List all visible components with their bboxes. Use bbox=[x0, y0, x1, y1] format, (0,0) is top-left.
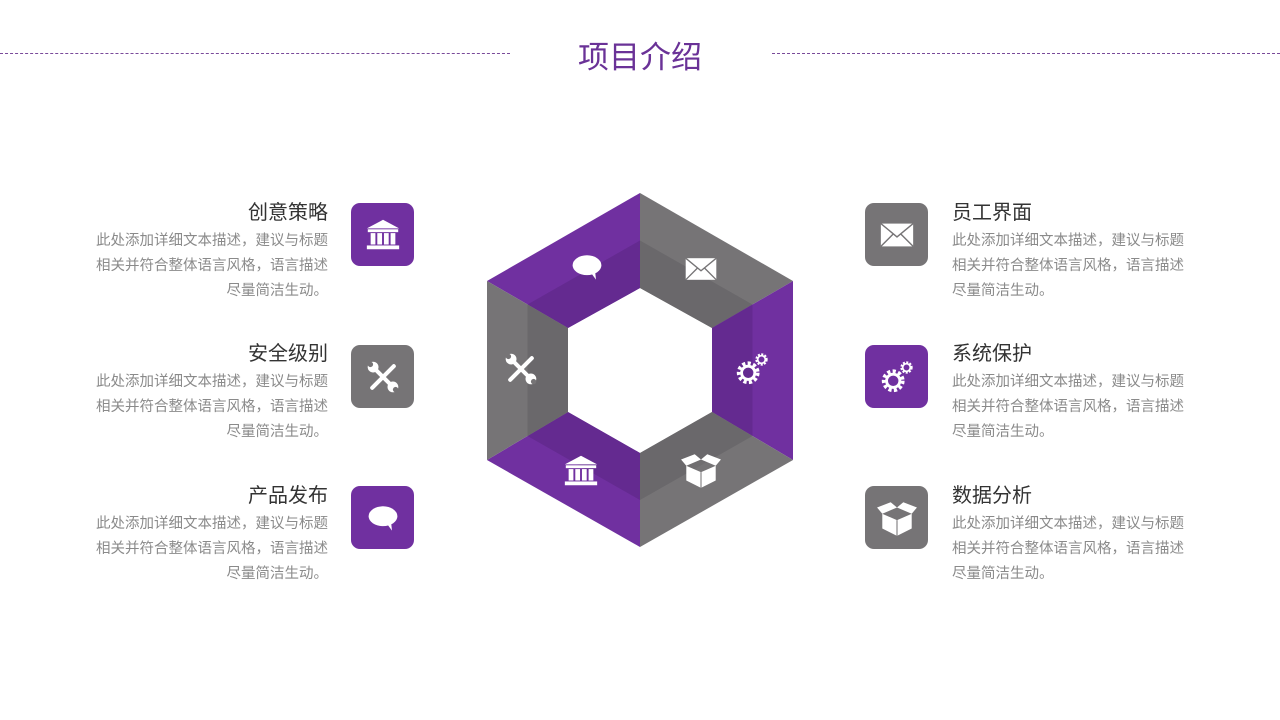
feature-title: 创意策略 bbox=[248, 200, 328, 224]
envelope-icon bbox=[878, 216, 916, 254]
segment-top-right-inner-shade bbox=[640, 240, 753, 328]
gears-icon-box bbox=[865, 345, 928, 408]
feature-item-creative-strategy: 创意策略 此处添加详细文本描述，建议与标题相关并符合整体语言风格，语言描述尽量简… bbox=[0, 199, 328, 304]
speech-bubble-icon-box bbox=[351, 486, 414, 549]
feature-desc: 此处添加详细文本描述，建议与标题相关并符合整体语言风格，语言描述尽量简洁生动。 bbox=[96, 516, 328, 582]
feature-title: 数据分析 bbox=[952, 483, 1032, 507]
tools-icon-box bbox=[351, 345, 414, 408]
segment-bottom-left-inner-shade bbox=[527, 412, 640, 500]
feature-desc: 此处添加详细文本描述，建议与标题相关并符合整体语言风格，语言描述尽量简洁生动。 bbox=[952, 374, 1184, 440]
bank-icon bbox=[364, 216, 402, 254]
title-rule-right bbox=[772, 53, 1280, 54]
feature-desc: 此处添加详细文本描述，建议与标题相关并符合整体语言风格，语言描述尽量简洁生动。 bbox=[96, 374, 328, 440]
box-icon-box bbox=[865, 486, 928, 549]
segment-left-inner-shade bbox=[527, 304, 568, 436]
title-rule-left bbox=[0, 53, 510, 54]
bank-icon-box bbox=[351, 203, 414, 266]
gears-icon bbox=[878, 358, 916, 396]
segment-right-inner-shade bbox=[712, 304, 753, 436]
feature-item-system-protection: 系统保护 此处添加详细文本描述，建议与标题相关并符合整体语言风格，语言描述尽量简… bbox=[952, 340, 1232, 445]
box-icon bbox=[876, 497, 918, 539]
feature-title: 员工界面 bbox=[952, 200, 1032, 224]
feature-title: 安全级别 bbox=[248, 341, 328, 365]
envelope-icon bbox=[685, 257, 717, 281]
tools-icon bbox=[365, 359, 401, 395]
feature-item-product-release: 产品发布 此处添加详细文本描述，建议与标题相关并符合整体语言风格，语言描述尽量简… bbox=[0, 482, 328, 587]
segment-top-left-inner-shade bbox=[527, 240, 640, 328]
envelope-icon-box bbox=[865, 203, 928, 266]
feature-desc: 此处添加详细文本描述，建议与标题相关并符合整体语言风格，语言描述尽量简洁生动。 bbox=[952, 516, 1184, 582]
feature-item-data-analysis: 数据分析 此处添加详细文本描述，建议与标题相关并符合整体语言风格，语言描述尽量简… bbox=[952, 482, 1232, 587]
feature-title: 系统保护 bbox=[952, 341, 1032, 365]
feature-item-staff-interface: 员工界面 此处添加详细文本描述，建议与标题相关并符合整体语言风格，语言描述尽量简… bbox=[952, 199, 1232, 304]
page-title: 项目介绍 bbox=[578, 40, 702, 76]
feature-title: 产品发布 bbox=[248, 483, 328, 507]
feature-item-security-level: 安全级别 此处添加详细文本描述，建议与标题相关并符合整体语言风格，语言描述尽量简… bbox=[0, 340, 328, 445]
feature-desc: 此处添加详细文本描述，建议与标题相关并符合整体语言风格，语言描述尽量简洁生动。 bbox=[96, 233, 328, 299]
speech-bubble-icon bbox=[365, 500, 401, 536]
feature-desc: 此处添加详细文本描述，建议与标题相关并符合整体语言风格，语言描述尽量简洁生动。 bbox=[952, 233, 1184, 299]
